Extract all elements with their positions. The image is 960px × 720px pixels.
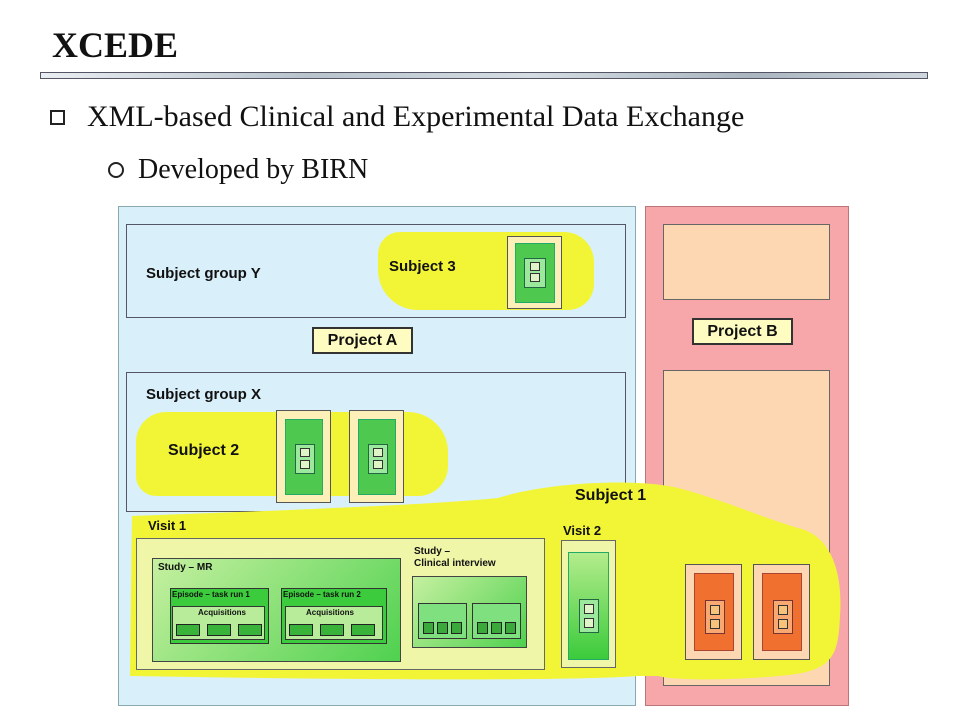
slide-title: XCEDE (52, 25, 179, 65)
subject-2-label: Subject 2 (168, 442, 240, 459)
subject-group-y-label: Subject group Y (146, 265, 261, 282)
bullet-level2: Developed by BIRN (108, 154, 368, 186)
project-b-label: Project B (692, 318, 793, 345)
bullet-text: XML-based Clinical and Experimental Data… (87, 100, 745, 133)
acquisitions-1-label: Acquisitions (198, 608, 247, 617)
acquisition-item (176, 624, 200, 636)
title-divider (40, 72, 928, 79)
study-clinical-label: Study – Clinical interview (414, 546, 496, 569)
square-bullet-icon (50, 109, 65, 125)
subject-group-x-label: Subject group X (146, 386, 262, 403)
circle-bullet-icon (108, 161, 124, 178)
project-b-upper-box (663, 224, 830, 300)
acquisition-item (351, 624, 375, 636)
episode-1-label: Episode – task run 1 (172, 590, 250, 599)
acquisition-item (289, 624, 313, 636)
acquisition-item (320, 624, 344, 636)
clinical-episode-2 (472, 603, 521, 639)
subject-3-label: Subject 3 (389, 258, 456, 275)
study-mr-label: Study – MR (158, 562, 213, 573)
acquisition-item (207, 624, 231, 636)
visit-2-label: Visit 2 (563, 523, 602, 538)
bullet-level1: XML-based Clinical and Experimental Data… (50, 100, 744, 134)
subject-1-label: Subject 1 (575, 487, 647, 504)
acquisition-item (238, 624, 262, 636)
subject-1a-icon (685, 564, 742, 660)
acquisitions-2-label: Acquisitions (306, 608, 355, 617)
subject-1b-icon (753, 564, 810, 660)
clinical-episode-1 (418, 603, 467, 639)
project-a-label: Project A (312, 327, 413, 354)
visit-1-label: Visit 1 (148, 518, 187, 533)
subject-2b-icon (349, 410, 404, 503)
episode-2-label: Episode – task run 2 (283, 590, 361, 599)
visit-2-study (568, 552, 609, 660)
subject-3-icon (507, 236, 562, 309)
bullet-text: Developed by BIRN (138, 154, 369, 185)
subject-2a-icon (276, 410, 331, 503)
